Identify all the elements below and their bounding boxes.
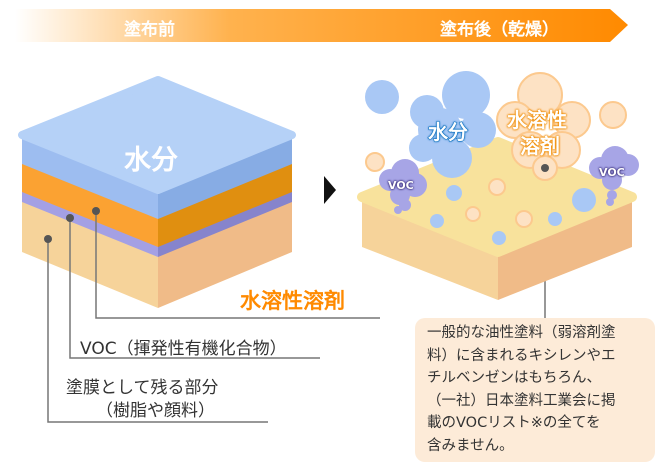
before-film-label: 塗膜として残る部分 xyxy=(66,378,219,398)
after-cube xyxy=(357,137,637,300)
before-water-label: 水分 xyxy=(124,145,178,176)
note-line: チルベンゼンはもちろん、 xyxy=(427,370,601,386)
note-line: 載のVOCリスト※の全てを xyxy=(427,415,601,431)
after-voc-right: VOC xyxy=(599,166,625,179)
voc-cloud-left xyxy=(379,159,427,214)
after-solvent-label-1: 水溶性 xyxy=(507,108,567,132)
water-bubbles xyxy=(365,71,596,245)
note-box: 一般的な油性塗料（弱溶剤塗 料）に含まれるキシレンやエ チルベンゼンはもちろん、… xyxy=(415,318,655,462)
before-solvent-label: 水溶性溶剤 xyxy=(240,289,345,313)
solvent-after-dot xyxy=(541,164,549,172)
voc-cloud-right xyxy=(589,146,639,206)
voc-dot xyxy=(66,214,74,222)
after-solvent-label-2: 溶剤 xyxy=(520,134,560,158)
solvent-dot xyxy=(92,207,100,215)
arrow-right-icon xyxy=(324,176,336,204)
timeline-arrow xyxy=(15,9,628,42)
after-voc-left: VOC xyxy=(388,179,414,192)
solvent-bubbles xyxy=(365,72,627,228)
note-line: 料）に含まれるキシレンやエ xyxy=(427,347,616,364)
before-voc-label: VOC（揮発性有機化合物） xyxy=(80,339,287,359)
header-after-label: 塗布後（乾燥） xyxy=(440,20,559,40)
film-dot xyxy=(44,235,52,243)
before-cube xyxy=(18,76,296,308)
before-film-sublabel: （樹脂や顔料） xyxy=(96,401,215,421)
note-line: （一社）日本塗料工業会に掲 xyxy=(427,392,616,409)
header-before-label: 塗布前 xyxy=(124,20,175,40)
after-water-label: 水分 xyxy=(428,120,469,145)
note-line: 一般的な油性塗料（弱溶剤塗 xyxy=(427,325,616,341)
note-line: 含みません。 xyxy=(427,437,514,454)
